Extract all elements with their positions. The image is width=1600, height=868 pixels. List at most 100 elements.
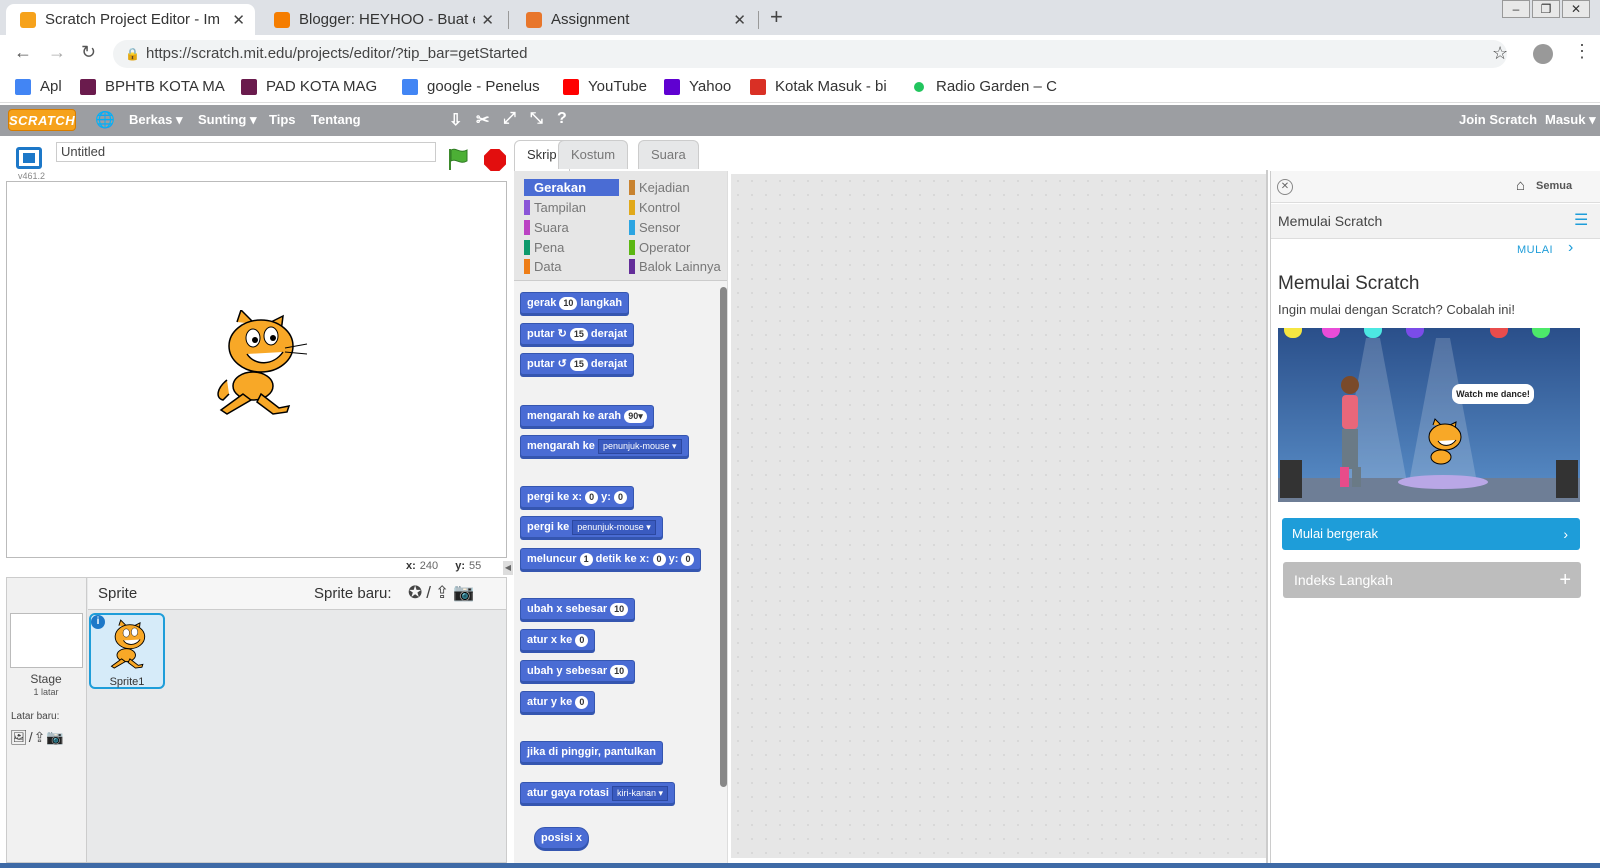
block-move-steps[interactable]: gerak 10 langkah <box>520 292 630 314</box>
block-change-y[interactable]: ubah y sebesar 10 <box>520 660 636 682</box>
stop-icon[interactable] <box>484 149 506 171</box>
menu-file[interactable]: Berkas ▾ <box>129 112 183 127</box>
chevron-right-icon[interactable]: › <box>1568 239 1574 256</box>
block-number-input[interactable]: 10 <box>610 664 629 678</box>
project-title-input[interactable]: Untitled <box>56 142 436 162</box>
step-index-button[interactable]: Indeks Langkah + <box>1283 562 1581 598</box>
block-number-input[interactable]: 10 <box>610 602 629 616</box>
camera-icon[interactable]: 📷 <box>46 729 65 745</box>
tips-all-link[interactable]: Semua <box>1536 180 1573 192</box>
back-arrow-icon[interactable]: ← <box>14 42 32 62</box>
browser-tab-scratch[interactable]: Scratch Project Editor - Im ✕ <box>6 4 255 35</box>
category-operators[interactable]: Operator <box>629 239 690 256</box>
bookmark-gmail[interactable]: Kotak Masuk - bi <box>750 78 887 95</box>
block-number-input[interactable]: 1 <box>579 552 593 566</box>
reload-icon[interactable]: ↻ <box>81 42 97 62</box>
block-dropdown[interactable]: penunjuk-mouse ▾ <box>572 519 656 535</box>
menu-about[interactable]: Tentang <box>311 112 361 127</box>
block-dropdown[interactable]: kiri-kanan ▾ <box>611 785 669 801</box>
url-bar[interactable]: 🔒 https://scratch.mit.edu/projects/edito… <box>113 40 1507 68</box>
palette-scrollbar[interactable] <box>720 287 727 787</box>
menu-edit[interactable]: Sunting ▾ <box>198 112 257 127</box>
block-number-input[interactable]: 15 <box>569 327 588 341</box>
block-point-direction[interactable]: mengarah ke arah 90▾ <box>520 405 654 427</box>
block-number-input[interactable]: 0 <box>575 633 589 647</box>
home-icon[interactable]: ⌂ <box>1516 177 1526 194</box>
block-number-input[interactable]: 0 <box>585 490 599 504</box>
block-set-y[interactable]: atur y ke 0 <box>520 691 596 713</box>
duplicate-stamp-icon[interactable]: ⇩ <box>449 112 463 129</box>
upload-icon[interactable]: ⇪ <box>33 729 47 745</box>
tab-costumes[interactable]: Kostum <box>558 140 629 169</box>
category-events[interactable]: Kejadian <box>629 179 690 196</box>
delete-cut-icon[interactable]: ✂ <box>476 112 490 129</box>
fullscreen-icon[interactable] <box>16 147 42 169</box>
forward-arrow-icon[interactable]: → <box>48 42 66 62</box>
category-data[interactable]: Data <box>524 258 561 275</box>
tips-start-link[interactable]: MULAI <box>1517 244 1554 256</box>
join-scratch-link[interactable]: Join Scratch <box>1459 112 1538 127</box>
info-icon[interactable]: i <box>91 615 105 629</box>
category-control[interactable]: Kontrol <box>629 199 680 216</box>
sprite-library-icon[interactable]: ✪ <box>408 583 427 602</box>
category-more-blocks[interactable]: Balok Lainnya <box>629 258 721 275</box>
sprite-thumbnail-sprite1[interactable]: i Sprite1 <box>89 613 165 689</box>
profile-avatar-icon[interactable] <box>1533 44 1553 64</box>
browser-tab-assignment[interactable]: Assignment ✕ <box>512 4 756 35</box>
grow-icon[interactable]: ⤢ <box>503 110 516 127</box>
help-icon[interactable]: ? <box>557 110 567 127</box>
minimize-icon[interactable]: – <box>1502 0 1530 18</box>
paint-brush-icon[interactable]: / <box>28 729 34 745</box>
block-number-input[interactable]: 15 <box>569 357 588 371</box>
close-icon[interactable]: ✕ <box>481 11 494 29</box>
category-motion[interactable]: Gerakan <box>524 179 619 196</box>
category-pen[interactable]: Pena <box>524 239 564 256</box>
scratch-logo[interactable]: SCRATCH <box>8 109 76 131</box>
menu-tips[interactable]: Tips <box>269 112 296 127</box>
browser-tab-blogger[interactable]: Blogger: HEYHOO - Buat e ✕ <box>260 4 504 35</box>
scripts-area[interactable] <box>731 174 1267 858</box>
globe-icon[interactable]: 🌐 <box>95 112 115 129</box>
start-moving-button[interactable]: Mulai bergerak › <box>1282 518 1580 550</box>
block-turn-right[interactable]: putar ↻ 15 derajat <box>520 323 634 345</box>
new-tab-plus-icon[interactable]: + <box>770 4 783 29</box>
bookmark-star-icon[interactable]: ☆ <box>1492 43 1509 63</box>
camera-icon[interactable]: 📷 <box>453 583 479 602</box>
block-point-towards[interactable]: mengarah ke penunjuk-mouse ▾ <box>520 435 689 457</box>
bookmark-yahoo[interactable]: Yahoo <box>664 78 731 95</box>
scratch-cat-sprite[interactable] <box>207 310 311 418</box>
hamburger-menu-icon[interactable]: ☰ <box>1574 212 1589 229</box>
block-number-input[interactable]: 0 <box>614 490 628 504</box>
more-menu-icon[interactable]: ⋮ <box>1573 41 1591 61</box>
category-looks[interactable]: Tampilan <box>524 199 586 216</box>
paint-brush-icon[interactable]: / <box>426 583 435 602</box>
bookmark-google[interactable]: google - Penelus <box>402 78 540 95</box>
category-sensing[interactable]: Sensor <box>629 219 680 236</box>
block-bounce-on-edge[interactable]: jika di pinggir, pantulkan <box>520 741 663 763</box>
block-go-to[interactable]: pergi ke penunjuk-mouse ▾ <box>520 516 663 538</box>
green-flag-icon[interactable] <box>446 147 470 171</box>
sign-in-menu[interactable]: Masuk ▾ <box>1545 112 1596 127</box>
block-number-input[interactable]: 0 <box>652 552 666 566</box>
block-number-input[interactable]: 0 <box>681 552 695 566</box>
block-rotation-style[interactable]: atur gaya rotasi kiri-kanan ▾ <box>520 782 676 804</box>
upload-icon[interactable]: ⇪ <box>434 583 454 602</box>
close-icon[interactable]: ✕ <box>232 11 245 29</box>
collapse-stage-arrow-icon[interactable]: ◀ <box>503 561 513 575</box>
bookmark-apps[interactable]: Apl <box>15 78 62 95</box>
bookmark-radio-garden[interactable]: Radio Garden – C <box>911 78 1057 95</box>
bookmark-bphtb[interactable]: BPHTB KOTA MA <box>80 78 225 95</box>
bookmark-youtube[interactable]: YouTube <box>563 78 647 95</box>
close-icon[interactable]: ✕ <box>1277 179 1293 195</box>
block-direction-input[interactable]: 90▾ <box>624 409 647 423</box>
block-x-position[interactable]: posisi x <box>534 827 589 849</box>
block-change-x[interactable]: ubah x sebesar 10 <box>520 598 636 620</box>
block-turn-left[interactable]: putar ↺ 15 derajat <box>520 353 634 375</box>
restore-icon[interactable]: ❐ <box>1532 0 1560 18</box>
stage-thumbnail[interactable] <box>10 613 83 668</box>
close-window-icon[interactable]: ✕ <box>1562 0 1590 18</box>
block-number-input[interactable]: 10 <box>559 296 578 310</box>
backdrop-library-icon[interactable]: 🖼 <box>10 729 29 745</box>
close-icon[interactable]: ✕ <box>733 11 746 29</box>
tab-sounds[interactable]: Suara <box>638 140 699 169</box>
